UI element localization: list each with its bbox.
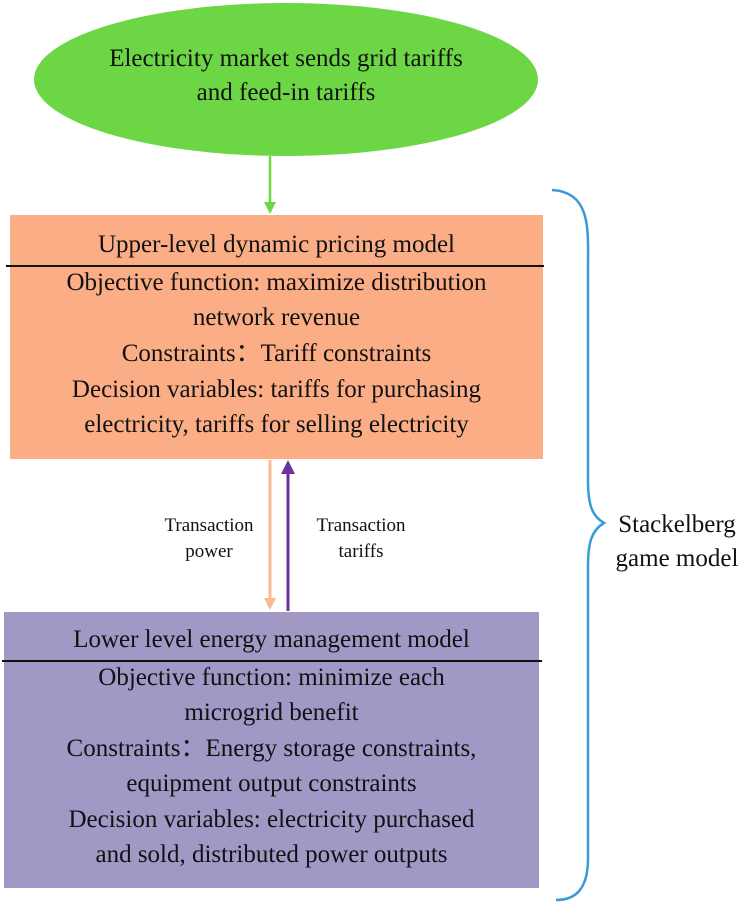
lower-model-line-4: equipment output constraints [126, 770, 417, 797]
upper-model-line-1: Objective function: maximize distributio… [66, 269, 487, 296]
stackelberg-label-line-1: Stackelberg [618, 511, 736, 538]
lower-model-divider [2, 660, 542, 662]
upper-model-line-2: network revenue [192, 304, 361, 331]
lower-model-box: Lower level energy management model Obje… [2, 612, 542, 888]
transaction-power-label: Transaction power [134, 513, 284, 565]
lower-model-line-3: Constraints：Energy storage constraints, [66, 735, 477, 762]
market-node [34, 3, 538, 156]
lower-model-title: Lower level energy management model [73, 626, 470, 653]
transaction-tariffs-label-line-2: tariffs [338, 541, 384, 562]
stackelberg-brace [551, 188, 607, 902]
lower-model-line-5: Decision variables: electricity purchase… [68, 806, 475, 833]
transaction-power-label-line-2: power [185, 541, 233, 562]
upper-model-line-5: electricity, tariffs for selling electri… [84, 411, 469, 438]
transaction-tariffs-label: Transaction tariffs [286, 513, 436, 565]
upper-model-divider [6, 265, 544, 267]
market-node-line-1: Electricity market sends grid tariffs [109, 45, 463, 72]
transaction-tariffs-label-line-1: Transaction [316, 515, 406, 536]
lower-model-line-2: microgrid benefit [184, 699, 359, 726]
lower-model-line-1: Objective function: minimize each [98, 664, 445, 691]
transaction-power-label-line-1: Transaction [164, 515, 254, 536]
stackelberg-label: Stackelberg game model [600, 508, 754, 576]
upper-model-line-4: Decision variables: tariffs for purchasi… [71, 376, 482, 403]
lower-model-line-6: and sold, distributed power outputs [95, 841, 448, 868]
market-node-text: Electricity market sends grid tariffs an… [66, 42, 506, 110]
stackelberg-label-line-2: game model [615, 545, 739, 572]
upper-model-title: Upper-level dynamic pricing model [97, 231, 456, 258]
upper-model-line-3: Constraints：Tariff constraints [121, 340, 432, 367]
market-node-line-2: and feed-in tariffs [196, 79, 376, 106]
upper-model-box: Upper-level dynamic pricing model Object… [6, 215, 544, 459]
